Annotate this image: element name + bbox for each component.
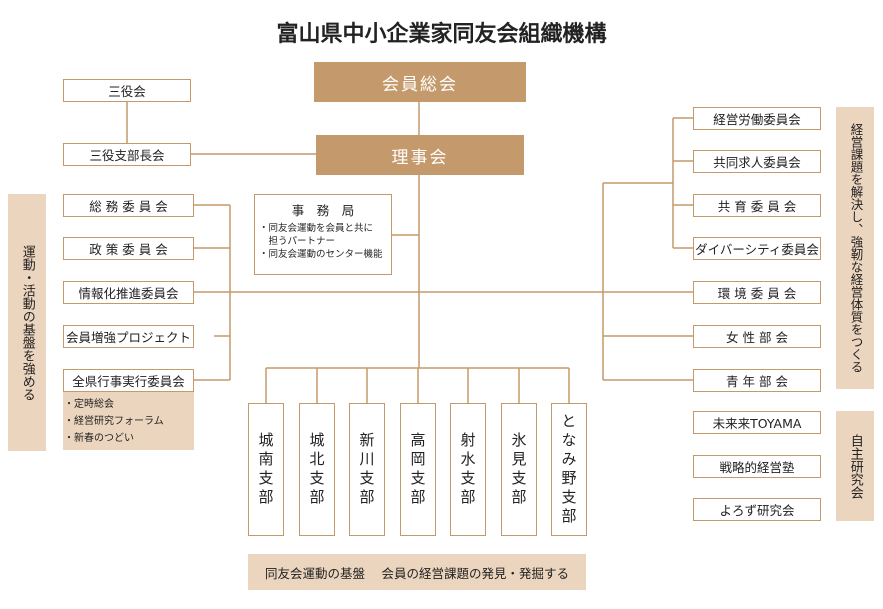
study-band-text: 自主研究会	[847, 433, 863, 499]
branch-imizu: 射水支部	[450, 403, 486, 536]
right-committee-women: 女 性 部 会	[693, 325, 821, 348]
branch-label: 氷見支部	[509, 431, 528, 508]
sanyaku-box: 三役会	[63, 79, 191, 102]
right-theme-band: 経営課題を解決し、強靭な経営体質をつくる	[836, 107, 874, 389]
branch-jonan: 城南支部	[248, 403, 284, 536]
branch-niikawa: 新川支部	[349, 403, 385, 536]
secretariat-line: ・同友会運動のセンター機能	[259, 248, 383, 260]
study-group-strategy-school: 戦略的経営塾	[693, 455, 821, 478]
branch-label: 城北支部	[307, 431, 326, 508]
events-list: ・定時総会 ・経営研究フォーラム ・新春のつどい	[64, 396, 164, 447]
left-committee-membership-project: 会員増強プロジェクト	[63, 325, 194, 348]
study-group-mirairai: 未来来TOYAMA	[693, 411, 821, 434]
event-item: ・定時総会	[64, 399, 114, 410]
event-item: ・新春のつどい	[64, 433, 134, 444]
board-box: 理事会	[316, 135, 524, 175]
page-title: 富山県中小企業家同友会組織機構	[276, 22, 607, 47]
branch-takaoka: 高岡支部	[400, 403, 436, 536]
branch-himi: 氷見支部	[501, 403, 537, 536]
right-committee-education: 共 育 委 員 会	[693, 194, 821, 217]
study-group-yorozu: よろず研究会	[693, 498, 821, 521]
branch-label: となみ野支部	[559, 412, 578, 527]
left-committee-it-promotion: 情報化推進委員会	[63, 281, 194, 304]
right-committee-joint-recruiting: 共同求人委員会	[693, 150, 821, 173]
left-committee-general-affairs: 総 務 委 員 会	[63, 194, 194, 217]
left-committee-policy: 政 策 委 員 会	[63, 237, 194, 260]
secretariat-line: 担うパートナー	[259, 235, 336, 247]
event-item: ・経営研究フォーラム	[64, 416, 164, 427]
secretariat-line: ・同友会運動を会員と共に	[259, 223, 374, 234]
left-committee-events: 全県行事実行委員会	[63, 369, 194, 392]
secretariat-title: 事 務 局	[291, 203, 355, 218]
branch-label: 射水支部	[458, 431, 477, 508]
right-committee-youth: 青 年 部 会	[693, 369, 821, 392]
branch-tonamino: となみ野支部	[551, 403, 587, 536]
bottom-banner: 同友会運動の基盤 会員の経営課題の発見・発掘する	[248, 554, 586, 590]
branch-label: 高岡支部	[408, 431, 427, 508]
branch-label: 新川支部	[357, 431, 376, 508]
branch-johoku: 城北支部	[299, 403, 335, 536]
right-committee-environment: 環 境 委 員 会	[693, 281, 821, 304]
general-meeting-box: 会員総会	[314, 62, 526, 102]
left-theme-text: 運動・活動の基盤を強める	[19, 244, 35, 401]
branch-label: 城南支部	[256, 431, 275, 508]
right-theme-text: 経営課題を解決し、強靭な経営体質をつくる	[848, 123, 864, 373]
events-list-background	[63, 392, 194, 450]
secretariat-box: 事 務 局 ・同友会運動を会員と共に 担うパートナー ・同友会運動のセンター機能	[254, 194, 392, 275]
left-theme-band: 運動・活動の基盤を強める	[8, 194, 46, 451]
right-committee-management-labor: 経営労働委員会	[693, 107, 821, 130]
study-band: 自主研究会	[836, 411, 874, 521]
sanyaku-branch-box: 三役支部長会	[63, 143, 191, 166]
right-committee-diversity: ダイバーシティ委員会	[693, 237, 821, 260]
